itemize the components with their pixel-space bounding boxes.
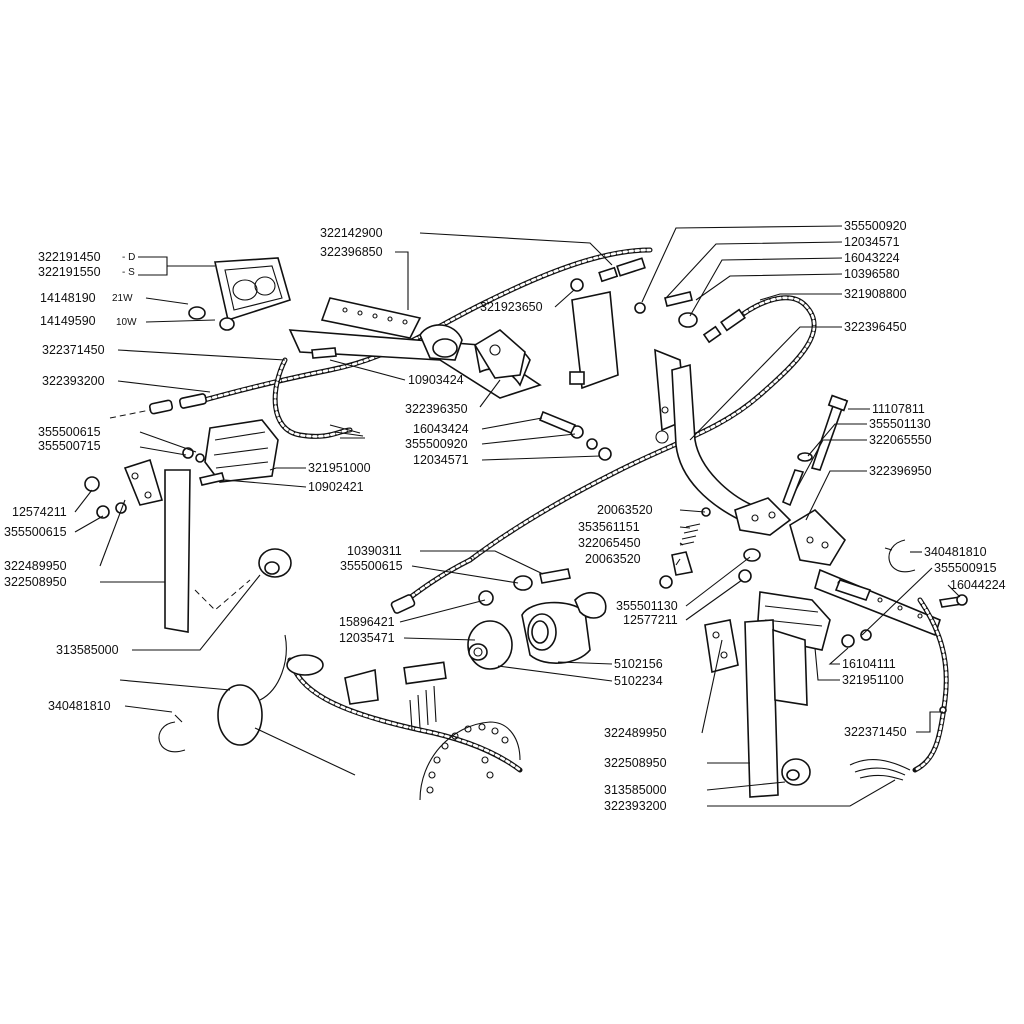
label-322393200-right: 322393200 — [604, 799, 667, 813]
label-322191450: 322191450 — [38, 250, 101, 264]
label-322396350: 322396350 — [405, 402, 468, 416]
label-355501130-right: 355501130 — [869, 417, 931, 431]
label-suffix-21w: 21W — [112, 293, 133, 304]
drawing-layer — [84, 247, 968, 801]
label-322142900: 322142900 — [320, 226, 383, 240]
label-5102234: 5102234 — [614, 674, 663, 688]
label-14149590: 14149590 — [40, 314, 96, 328]
mounting-plate-top — [571, 291, 619, 390]
label-14148190: 14148190 — [40, 291, 96, 305]
label-16043224: 16043224 — [844, 251, 900, 265]
label-322489950-left: 322489950 — [4, 559, 67, 573]
label-12574211: 12574211 — [12, 505, 67, 519]
label-11107811: 11107811 — [872, 402, 925, 416]
label-5102156: 5102156 — [614, 657, 663, 671]
cable-plug-top — [616, 257, 646, 277]
label-321923650: 321923650 — [480, 300, 543, 314]
wheel-disc — [419, 721, 521, 801]
label-355500615-a: 355500615 — [38, 425, 101, 439]
label-322396850: 322396850 — [320, 245, 383, 259]
label-322065550: 322065550 — [869, 433, 932, 447]
towbar-strip-right — [744, 619, 779, 798]
label-355500915: 355500915 — [934, 561, 997, 575]
label-16043424: 16043424 — [413, 422, 469, 436]
label-322371450-right: 322371450 — [844, 725, 907, 739]
label-313585000-left: 313585000 — [56, 643, 119, 657]
label-322396450: 322396450 — [844, 320, 907, 334]
label-322508950-left: 322508950 — [4, 575, 67, 589]
label-322371450-left: 322371450 — [42, 343, 105, 357]
leader-lines — [74, 225, 961, 807]
label-340481810-left: 340481810 — [48, 699, 111, 713]
part-labels: 322191450 - D 322191550 - S 14148190 21W… — [4, 219, 1006, 813]
label-15896421: 15896421 — [339, 615, 395, 629]
label-322396950: 322396950 — [869, 464, 932, 478]
label-322191550: 322191550 — [38, 265, 101, 279]
label-10902421: 10902421 — [308, 480, 364, 494]
label-355501130-mid: 355501130 — [616, 599, 678, 613]
label-12577211: 12577211 — [623, 613, 678, 627]
label-355500715: 355500715 — [38, 439, 101, 453]
label-322508950-right: 322508950 — [604, 756, 667, 770]
license-plate-lamp — [214, 257, 291, 322]
label-355500615-mid: 355500615 — [340, 559, 403, 573]
label-12035471: 12035471 — [339, 631, 395, 645]
label-12034571-top: 12034571 — [844, 235, 900, 249]
label-322065450: 322065450 — [578, 536, 641, 550]
label-16104111: 16104111 — [842, 657, 896, 671]
label-321951000: 321951000 — [308, 461, 371, 475]
label-321951100: 321951100 — [842, 673, 904, 687]
label-12034571-mid: 12034571 — [413, 453, 469, 467]
label-suffix-10w: 10W — [116, 317, 137, 328]
label-16044224: 16044224 — [950, 578, 1006, 592]
label-353561151: 353561151 — [578, 520, 640, 534]
label-10390311: 10390311 — [347, 544, 402, 558]
label-10396580: 10396580 — [844, 267, 900, 281]
label-10903424: 10903424 — [408, 373, 464, 387]
label-suffix-s: - S — [122, 267, 135, 278]
label-313585000-right: 313585000 — [604, 783, 667, 797]
label-355500920-top: 355500920 — [844, 219, 907, 233]
label-355500920-mid: 355500920 — [405, 437, 468, 451]
label-suffix-d: - D — [122, 252, 135, 263]
towbar-strip-left — [164, 469, 191, 633]
label-322489950-right: 322489950 — [604, 726, 667, 740]
label-20063520-a: 20063520 — [597, 503, 653, 517]
label-340481810-right: 340481810 — [924, 545, 987, 559]
label-20063520-b: 20063520 — [585, 552, 641, 566]
label-355500615-b: 355500615 — [4, 525, 67, 539]
label-321908800: 321908800 — [844, 287, 907, 301]
label-322393200-left: 322393200 — [42, 374, 105, 388]
